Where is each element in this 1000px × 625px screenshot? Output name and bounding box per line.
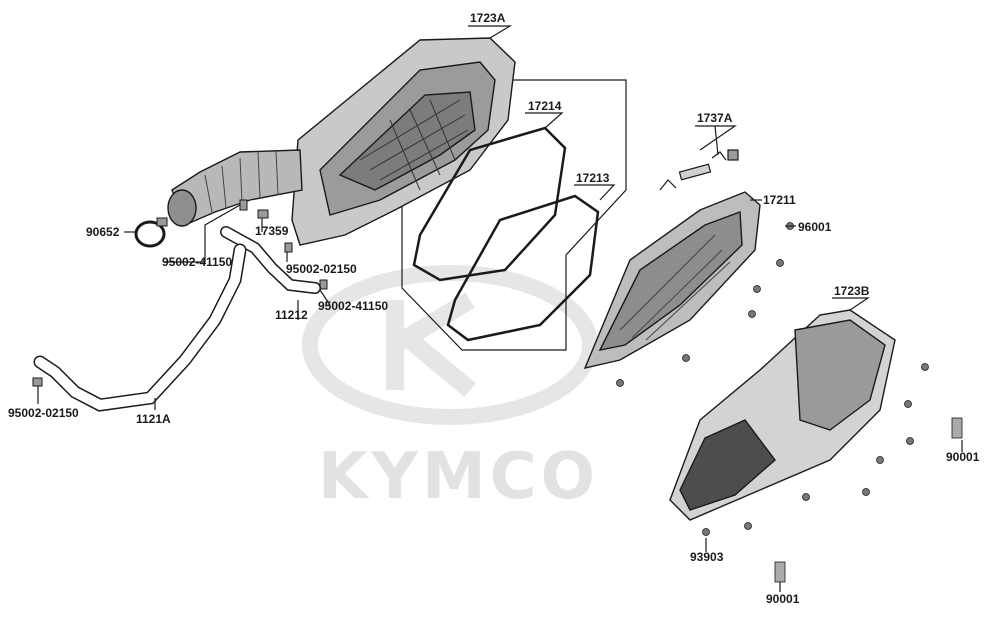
label-95002-41150-b: 95002-41150 — [318, 299, 388, 313]
brand-watermark-logo: KYMCO — [302, 265, 599, 514]
label-1121A: 1121A — [136, 412, 171, 426]
hose-clamp — [134, 217, 168, 248]
label-95002-02150-a: 95002-02150 — [286, 262, 357, 276]
gasket-group-frame — [401, 79, 627, 351]
intake-duct — [167, 149, 303, 227]
part-labels: 1723A 17214 17213 1737A 17211 96001 1723… — [8, 11, 980, 606]
label-17359: 17359 — [255, 224, 289, 238]
brand-watermark-text: KYMCO — [318, 440, 599, 514]
label-17213: 17213 — [576, 171, 610, 185]
air-cleaner-case — [291, 37, 516, 246]
label-1723A: 1723A — [470, 11, 506, 25]
label-90001-b: 90001 — [766, 592, 800, 606]
label-95002-41150-a: 95002-41150 — [162, 255, 232, 269]
label-96001: 96001 — [798, 220, 832, 234]
label-17211: 17211 — [763, 193, 796, 207]
retaining-pins — [659, 149, 739, 191]
leader-lines — [37, 25, 963, 592]
label-93903: 93903 — [690, 550, 724, 564]
air-cleaner-cover — [669, 309, 896, 521]
label-1737A: 1737A — [697, 111, 733, 125]
label-90652: 90652 — [86, 225, 120, 239]
breather-hose — [33, 243, 247, 412]
outer-gasket — [412, 126, 567, 282]
air-filter-element — [583, 191, 761, 369]
label-17214: 17214 — [528, 99, 562, 113]
label-11212: 11212 — [275, 308, 308, 322]
label-95002-02150-b: 95002-02150 — [8, 406, 79, 420]
screws — [616, 222, 929, 536]
label-90001-a: 90001 — [946, 450, 980, 464]
label-1723B: 1723B — [834, 284, 870, 298]
drain-hose — [220, 226, 321, 294]
small-fittings — [32, 199, 328, 387]
bolts — [774, 417, 963, 583]
inner-gasket — [446, 194, 600, 342]
